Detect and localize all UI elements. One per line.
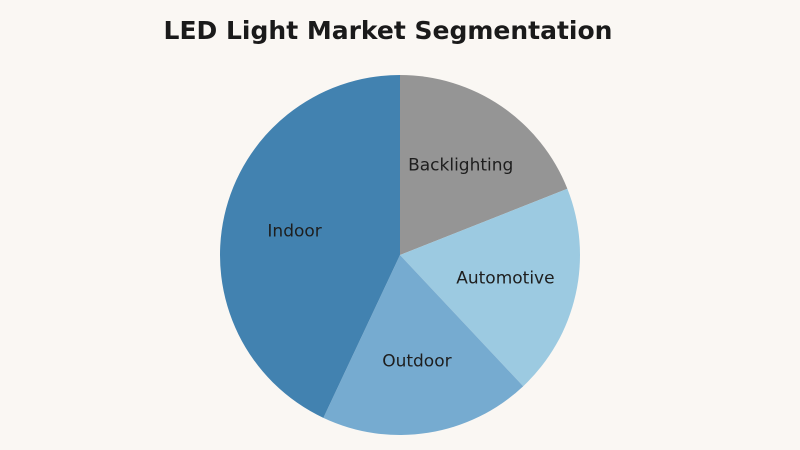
- pie-slice-indoor: [220, 75, 400, 418]
- pie-label-automotive: Automotive: [456, 269, 554, 289]
- pie-slice-backlighting: [400, 75, 568, 255]
- pie-label-outdoor: Outdoor: [382, 352, 451, 372]
- pie-label-indoor: Indoor: [267, 221, 321, 241]
- chart-title: LED Light Market Segmentation: [163, 16, 613, 45]
- pie-slice-automotive: [400, 188, 580, 387]
- pie-label-backlighting: Backlighting: [408, 156, 513, 176]
- pie-slice-outdoor: [323, 255, 524, 435]
